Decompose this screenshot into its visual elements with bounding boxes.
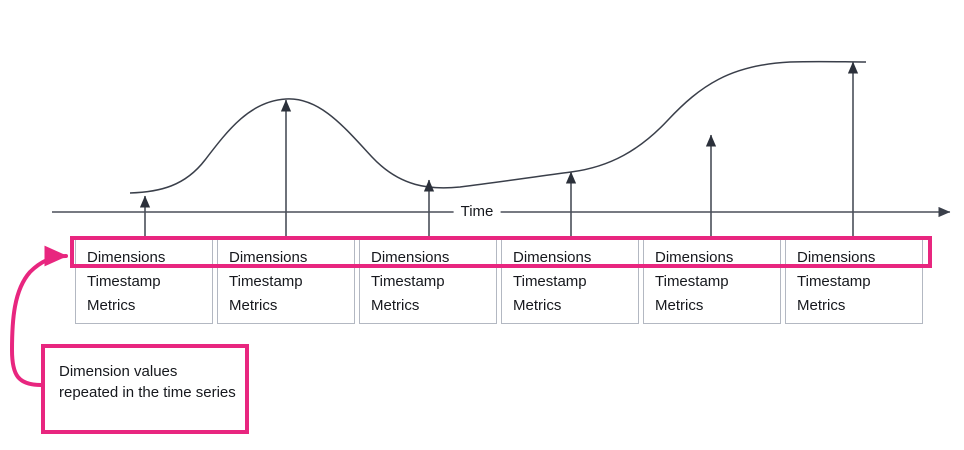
record-field-metrics: Metrics	[371, 297, 420, 314]
record-field-metrics: Metrics	[655, 297, 704, 314]
time-axis-label: Time	[453, 203, 501, 220]
record-field-timestamp: Timestamp	[371, 273, 445, 290]
annotation-callout-text: Dimension values repeated in the time se…	[59, 363, 236, 401]
record-field-dimensions: Dimensions	[513, 249, 592, 266]
record-field-dimensions: Dimensions	[371, 249, 450, 266]
record-field-metrics: Metrics	[229, 297, 278, 314]
record-field-metrics: Metrics	[87, 297, 136, 314]
record-field-dimensions: Dimensions	[87, 249, 166, 266]
annotation-callout: Dimension values repeated in the time se…	[41, 344, 249, 434]
record-field-timestamp: Timestamp	[513, 273, 587, 290]
time-series-curve	[129, 60, 867, 194]
callout-connector-arrow	[9, 245, 68, 387]
record-field-dimensions: Dimensions	[229, 249, 308, 266]
record-field-timestamp: Timestamp	[87, 273, 161, 290]
record-field-metrics: Metrics	[797, 297, 846, 314]
record-field-dimensions: Dimensions	[797, 249, 876, 266]
record-field-metrics: Metrics	[513, 297, 562, 314]
record-field-timestamp: Timestamp	[797, 273, 871, 290]
record-field-timestamp: Timestamp	[229, 273, 303, 290]
record-field-timestamp: Timestamp	[655, 273, 729, 290]
record-field-dimensions: Dimensions	[655, 249, 734, 266]
